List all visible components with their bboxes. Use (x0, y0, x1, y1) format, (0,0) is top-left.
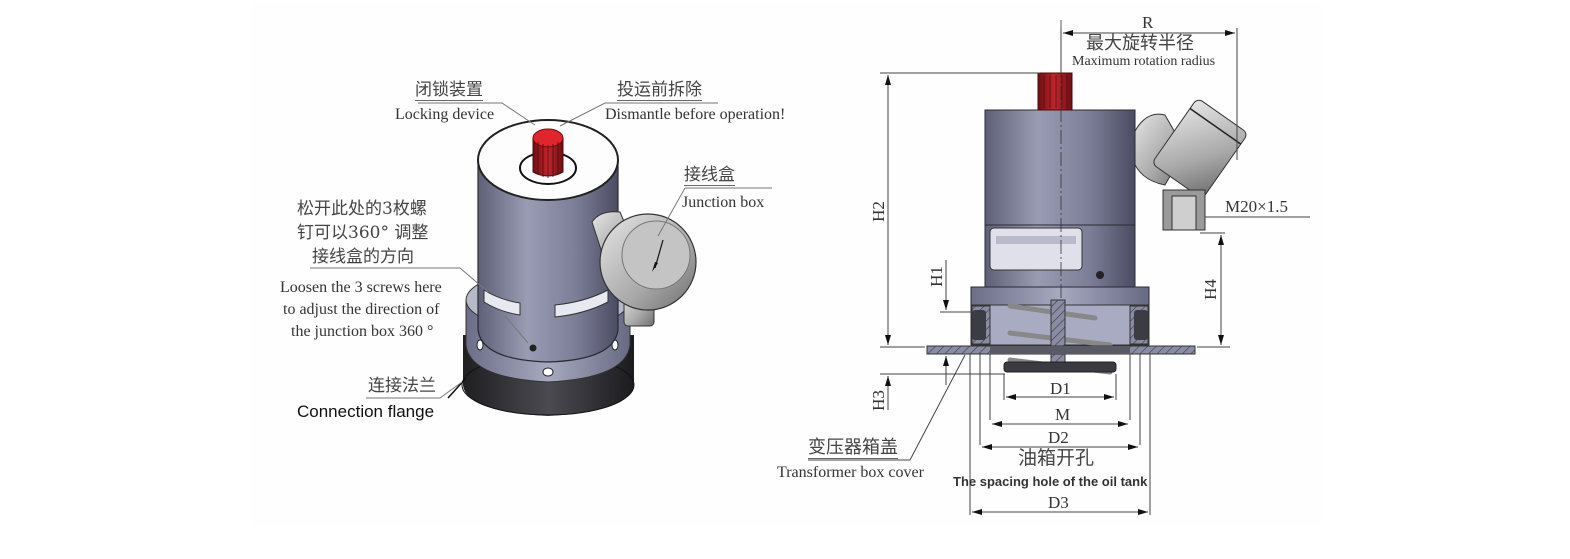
loosen-cn-line2: 钉可以360° 调整 (297, 223, 429, 243)
loosen-cn-line3: 接线盒的方向 (312, 247, 414, 267)
junction-box-en: Junction box (682, 194, 765, 211)
junction-box-cn: 接线盒 (684, 165, 735, 186)
connection-flange-en: Connection flange (297, 402, 435, 421)
transformer-cover-cn: 变压器箱盖 (808, 437, 898, 459)
loosen-en-line2: to adjust the direction of (283, 301, 440, 318)
dim-H2: H2 (868, 201, 888, 222)
iso-junction-box (591, 211, 697, 327)
connection-flange-cn: 连接法兰 (368, 376, 436, 396)
iso-sensor-body (447, 119, 697, 416)
dismantle-cn: 投运前拆除 (617, 80, 702, 101)
max-radius-en: Maximum rotation radius (1072, 54, 1216, 69)
dim-D1: D1 (1050, 379, 1071, 398)
locking-device-cn: 闭锁装置 (415, 80, 483, 101)
oil-tank-hole-cn: 油箱开孔 (1018, 447, 1095, 469)
dim-H3: H3 (868, 390, 888, 411)
iso-leader-lines (310, 102, 772, 399)
locking-device-en: Locking device (395, 106, 495, 123)
transformer-cover-en: Transformer box cover (777, 464, 924, 481)
dim-D2: D2 (1048, 428, 1069, 447)
thread-spec: M20×1.5 (1225, 197, 1288, 216)
loosen-cn-line1: 松开此处的3枚螺 (297, 199, 427, 219)
max-radius-cn: 最大旋转半径 (1086, 33, 1194, 54)
dim-lines (808, 28, 1310, 515)
dim-H1: H1 (926, 266, 946, 287)
dim-sensor-body (926, 20, 1247, 375)
dim-M: M (1055, 405, 1071, 424)
dim-D3: D3 (1048, 493, 1069, 512)
dismantle-en: Dismantle before operation! (605, 106, 786, 123)
loosen-en-line3: the junction box 360 ° (291, 323, 434, 340)
dim-H4: H4 (1200, 279, 1220, 300)
dim-junction-box (1132, 99, 1247, 231)
loosen-en-line1: Loosen the 3 screws here (280, 279, 442, 296)
figure-panel (252, 4, 1322, 524)
dim-R: R (1142, 13, 1154, 32)
oil-tank-hole-en: The spacing hole of the oil tank (953, 474, 1148, 489)
